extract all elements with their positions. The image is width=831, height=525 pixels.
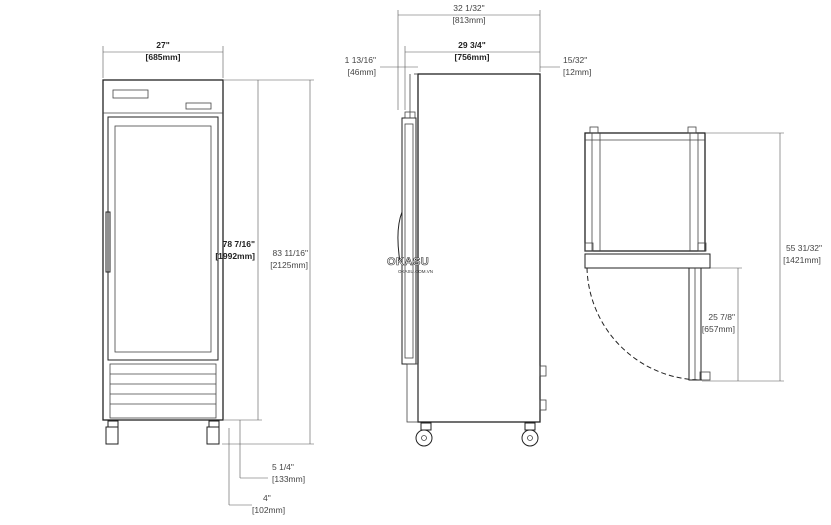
- front-caster-left: [105, 420, 119, 445]
- side-depth-in: 32 1/32": [453, 3, 484, 13]
- front-height-mm: [1992mm]: [215, 251, 255, 261]
- side-caster-front: [415, 422, 433, 447]
- side-depth-mm: [813mm]: [452, 15, 485, 25]
- front-leg-in: 5 1/4": [272, 462, 294, 472]
- control-panel: [112, 89, 149, 99]
- side-door-profile: [401, 117, 417, 365]
- top-door-width-in: 25 7/8": [708, 312, 735, 322]
- front-overall-mm: [2125mm]: [270, 260, 308, 270]
- top-door-width-mm: [657mm]: [702, 324, 735, 334]
- front-caster-in: 4": [263, 493, 271, 503]
- side-door-in: 1 13/16": [345, 55, 376, 65]
- side-rear-mm: [12mm]: [563, 67, 591, 77]
- front-caster-right: [206, 420, 220, 445]
- front-overall-in: 83 11/16": [273, 248, 308, 258]
- okasu-logo-tagline: OKASU.COM.VN: [398, 269, 433, 274]
- front-view: 27" [685mm] 78 7/16" [1992mm] 83 11/16" …: [102, 40, 314, 515]
- okasu-logo: OKASU OKASU.COM.VN: [387, 256, 433, 274]
- side-door-mm: [46mm]: [348, 67, 376, 77]
- side-caster-rear: [521, 422, 539, 447]
- glass-door: [114, 125, 212, 353]
- front-cabinet-outline: [102, 79, 224, 421]
- side-rear-in: 15/32": [563, 55, 587, 65]
- side-cabinet-mm: [756mm]: [455, 52, 490, 62]
- front-caster-mm: [102mm]: [252, 505, 285, 515]
- top-swing-in: 55 31/32": [786, 243, 822, 253]
- top-view: 55 31/32" [1421mm] 25 7/8" [657mm]: [584, 126, 822, 382]
- front-width-in: 27": [156, 40, 170, 50]
- front-leg-mm: [133mm]: [272, 474, 305, 484]
- front-grille: [109, 363, 217, 419]
- top-swing-mm: [1421mm]: [783, 255, 821, 265]
- okasu-logo-text: OKASU: [387, 256, 429, 268]
- side-view: 32 1/32" [813mm] 29 3/4" [756mm] 1 13/16…: [345, 3, 591, 447]
- top-cabinet-outline: [584, 132, 706, 252]
- front-width-mm: [685mm]: [146, 52, 181, 62]
- side-cabinet-in: 29 3/4": [458, 40, 486, 50]
- side-cabinet-outline: [417, 73, 541, 423]
- top-door-closed: [584, 253, 711, 269]
- side-handle: [397, 211, 403, 263]
- door-handle: [105, 211, 111, 273]
- door-swing-arc: [586, 267, 703, 381]
- front-height-in: 78 7/16": [223, 239, 255, 249]
